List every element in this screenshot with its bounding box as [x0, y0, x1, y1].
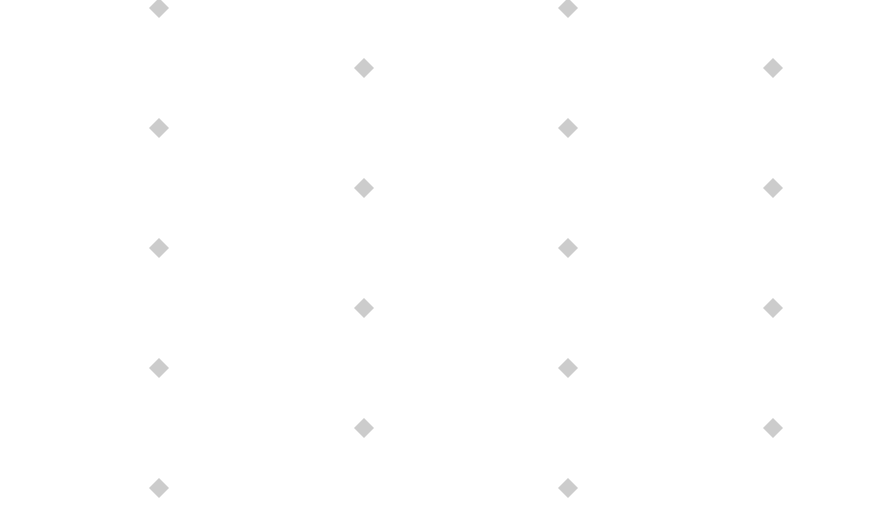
diamond-icon: [763, 178, 783, 198]
diamond-icon: [354, 178, 374, 198]
diamond-icon: [558, 358, 578, 378]
diamond-icon: [149, 238, 169, 258]
diamond-icon: [149, 358, 169, 378]
diamond-icon: [763, 58, 783, 78]
diamond-icon: [354, 58, 374, 78]
diamond-icon: [558, 118, 578, 138]
diamond-icon: [558, 0, 578, 18]
diamond-icon: [763, 298, 783, 318]
diamond-icon: [558, 478, 578, 498]
diamond-icon: [558, 238, 578, 258]
diamond-icon: [149, 118, 169, 138]
diamond-icon: [149, 0, 169, 18]
diamond-icon: [354, 298, 374, 318]
diamond-icon: [354, 418, 374, 438]
diamond-icon: [149, 478, 169, 498]
diamond-icon: [763, 418, 783, 438]
